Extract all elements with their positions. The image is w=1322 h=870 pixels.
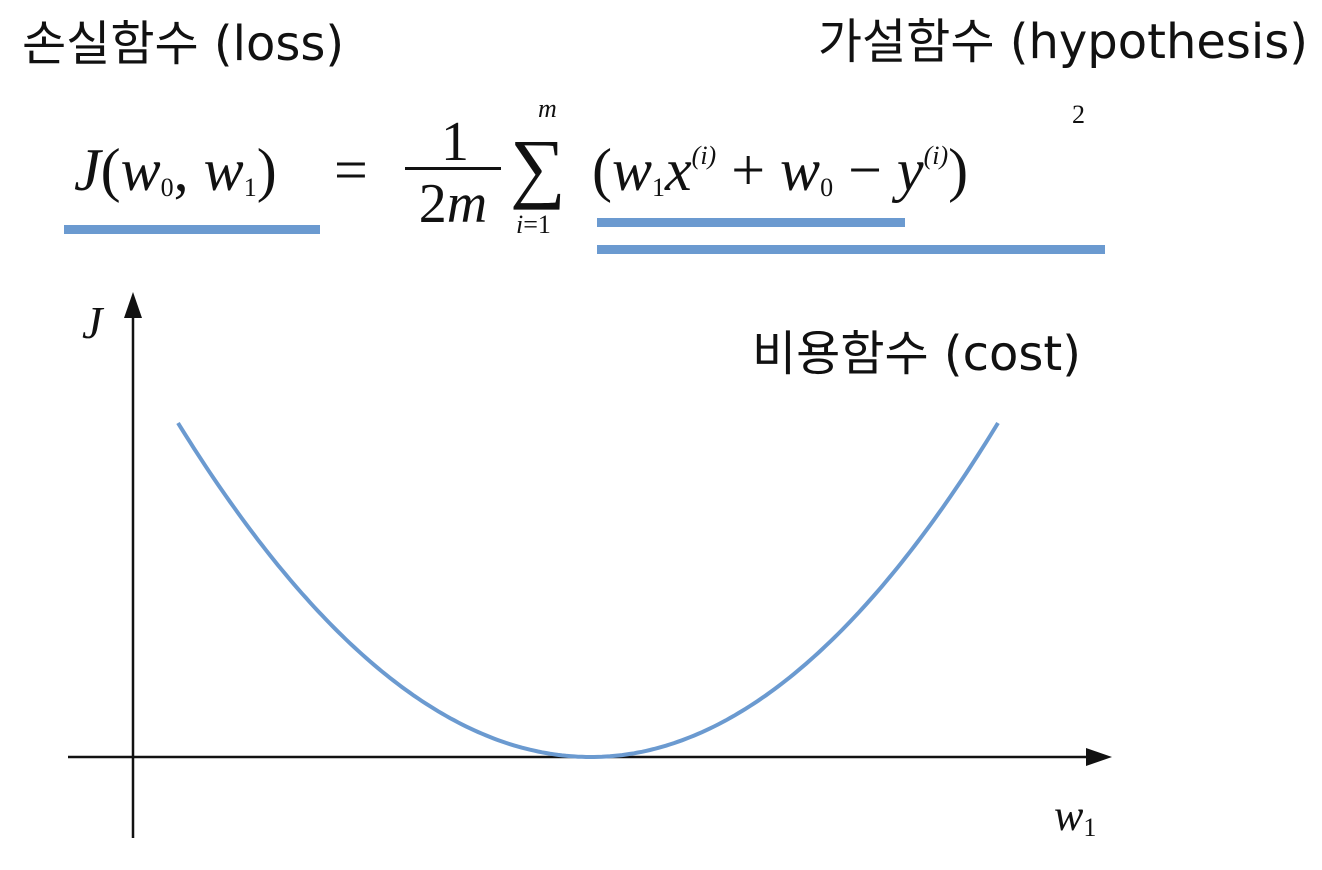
fraction-bar [405, 167, 501, 170]
fraction-numerator: 1 [441, 111, 469, 173]
cost-function-label: 비용함수 (cost) [752, 326, 1081, 382]
cost-underline [597, 245, 1105, 254]
hypothesis-function-label: 가설함수 (hypothesis) [817, 14, 1308, 70]
loss-underline [64, 225, 320, 234]
fraction-denominator: 2m [418, 173, 488, 235]
formula-lhs: J(w0, w1) [74, 137, 277, 203]
x-axis-label: w1 [1054, 791, 1096, 842]
loss-function-label: 손실함수 (loss) [22, 16, 345, 72]
formula-rhs: (w1x(i) + w0 − y(i)) [592, 137, 969, 203]
sum-upper-limit: m [538, 94, 557, 123]
y-axis-arrow-icon [124, 292, 142, 318]
y-axis-label: J [82, 297, 105, 348]
sigma-icon: ∑ [510, 123, 566, 210]
x-axis-arrow-icon [1086, 748, 1112, 766]
sum-lower-limit: i=1 [516, 210, 551, 239]
formula-exponent: 2 [1072, 100, 1085, 129]
formula-equals: = [334, 137, 368, 203]
cost-curve [176, 421, 1000, 759]
hypothesis-underline [597, 218, 905, 227]
